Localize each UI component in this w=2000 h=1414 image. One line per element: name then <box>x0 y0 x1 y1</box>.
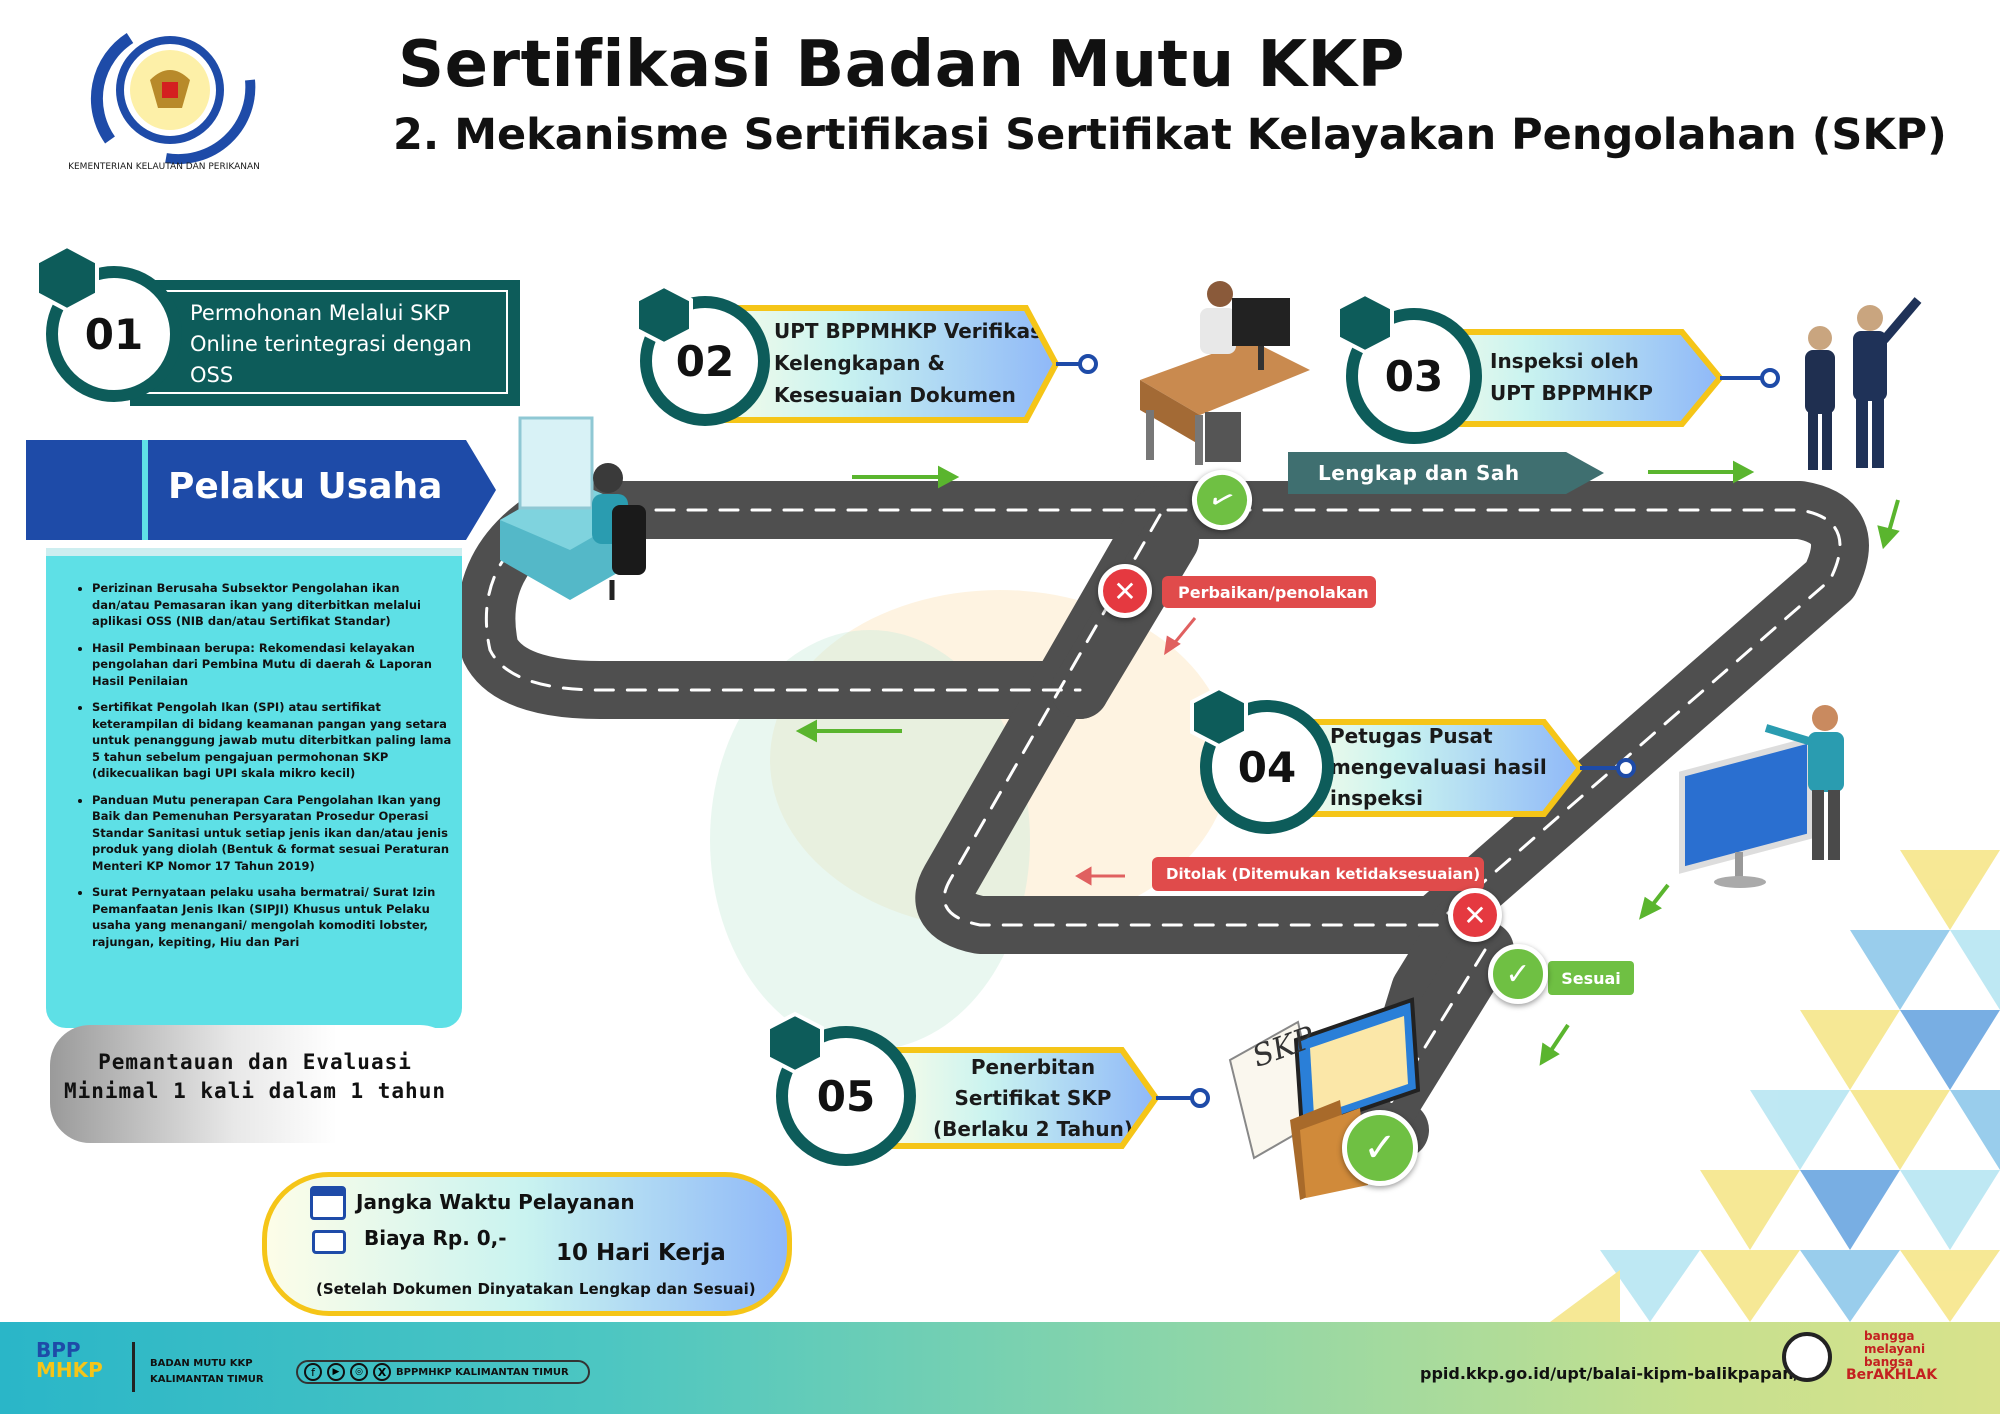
footer-org: BADAN MUTU KKP KALIMANTAN TIMUR <box>150 1356 264 1388</box>
step-01-label: Permohonan Melalui SKP Online terintegra… <box>190 301 472 387</box>
banner-arrow <box>440 440 496 540</box>
certificate-illustration <box>1228 997 1421 1200</box>
presenter-illustration <box>1679 705 1844 888</box>
tagline-1: bangga <box>1864 1329 1915 1343</box>
instagram-icon[interactable]: ◎ <box>350 1363 368 1381</box>
requirements-box <box>46 548 462 1028</box>
service-cost-label: Biaya Rp. 0,- <box>364 1226 507 1250</box>
requirement-item: Panduan Mutu penerapan Cara Pengolahan I… <box>92 792 458 875</box>
service-duration: 10 Hari Kerja <box>556 1240 726 1266</box>
appropriate-label-text: Sesuai <box>1561 968 1621 988</box>
cross-icon: ✕ <box>1098 564 1152 618</box>
requirement-item: Perizinan Berusaha Subsektor Pengolahan … <box>92 580 458 630</box>
requirements-list: Perizinan Berusaha Subsektor Pengolahan … <box>58 580 458 960</box>
logo-line-2: MHKP <box>36 1358 103 1382</box>
tagline-3: bangsa <box>1864 1355 1914 1369</box>
logo-line-1: BPP <box>36 1338 81 1362</box>
youtube-icon[interactable]: ▶ <box>327 1363 345 1381</box>
step-04-label: Petugas Pusat mengevaluasi hasil inspeks… <box>1330 723 1547 810</box>
page-subtitle: 2. Mekanisme Sertifikasi Sertifikat Kela… <box>393 110 1947 160</box>
repair-label: Perbaikan/penolakan <box>1162 576 1376 608</box>
hexagon-icon <box>1190 685 1248 749</box>
service-time-label: Jangka Waktu Pelayanan <box>356 1190 635 1214</box>
facebook-icon[interactable]: f <box>304 1363 322 1381</box>
check-icon: ✓ <box>1342 1110 1418 1186</box>
calendar-icon <box>310 1186 346 1220</box>
cross-icon: ✕ <box>1448 888 1502 942</box>
step-03-number: 03 <box>1384 351 1444 401</box>
red-arrows <box>1075 617 1197 886</box>
step-02-label: UPT BPPMHKP Verifikasi Kelengkapan & Kes… <box>774 319 1049 407</box>
step-05-label: Penerbitan Sertifikat SKP (Berlaku 2 Tah… <box>933 1054 1133 1141</box>
inspectors-illustration <box>1805 297 1922 470</box>
service-note: (Setelah Dokumen Dinyatakan Lengkap dan … <box>316 1280 756 1298</box>
tagline-2: melayani <box>1864 1342 1926 1356</box>
step-01-number: 01 <box>84 309 144 359</box>
monitoring-line-2: Minimal 1 kali dalam 1 tahun <box>63 1079 446 1103</box>
money-icon <box>312 1230 346 1254</box>
complete-label-text: Lengkap dan Sah <box>1318 461 1520 485</box>
step-05-number: 05 <box>816 1071 876 1121</box>
requirement-item: Surat Pernyataan pelaku usaha bermatrai/… <box>92 884 458 950</box>
step-02-number: 02 <box>675 336 735 386</box>
direction-arrows <box>795 460 1900 1066</box>
desk-person-illustration <box>500 416 646 600</box>
page-title: Sertifikasi Badan Mutu KKP <box>398 28 1406 102</box>
hexagon-icon <box>635 283 693 347</box>
bppmhkp-seal-icon <box>1782 1332 1832 1382</box>
kkp-logo: KEMENTERIAN KELAUTAN DAN PERIKANAN <box>68 20 260 172</box>
hexagon-icon <box>1336 291 1394 355</box>
step-04-card: Petugas Pusat mengevaluasi hasil inspeks… <box>1280 722 1580 812</box>
banner-divider <box>142 440 148 540</box>
monitoring-line-1: Pemantauan dan Evaluasi <box>98 1050 412 1074</box>
bppmhkp-logo: BPP MHKP <box>36 1340 103 1380</box>
check-icon: ✓ <box>1488 944 1548 1004</box>
step-04-outline <box>1280 719 1636 817</box>
pelaku-usaha-title: Pelaku Usaha <box>168 466 443 507</box>
footer-url[interactable]: ppid.kkp.go.id/upt/balai-kipm-balikpapan… <box>1420 1364 1800 1383</box>
step-04-number: 04 <box>1237 742 1297 792</box>
hexagon-icon <box>766 1011 824 1075</box>
logo-ring-text: KEMENTERIAN KELAUTAN DAN PERIKANAN <box>68 162 260 172</box>
step-03-label: Inspeksi oleh UPT BPPMHKP <box>1490 349 1653 405</box>
step-03-outline <box>1400 329 1780 427</box>
step-02-outline <box>700 305 1098 423</box>
step-02-card: UPT BPPMHKP Verifikasi Kelengkapan & Kes… <box>700 308 1056 418</box>
repair-label-text: Perbaikan/penolakan <box>1178 582 1369 602</box>
berakhlak-text: BerAKHLAK <box>1846 1367 1938 1383</box>
requirement-item: Hasil Pembinaan berupa: Rekomendasi kela… <box>92 640 458 690</box>
appropriate-label: Sesuai <box>1548 961 1634 995</box>
footer-org-line-1: BADAN MUTU KKP <box>150 1358 253 1369</box>
complete-label: Lengkap dan Sah <box>1288 452 1604 494</box>
hexagon-icon <box>35 243 99 313</box>
monitoring-text: Pemantauan dan Evaluasi Minimal 1 kali d… <box>50 1048 460 1106</box>
footer-divider <box>132 1342 135 1392</box>
service-info-box <box>262 1172 792 1316</box>
social-handle: BPPMHKP KALIMANTAN TIMUR <box>396 1366 569 1378</box>
x-icon[interactable]: X <box>373 1363 391 1381</box>
step-01-card: Permohonan Melalui SKP Online terintegra… <box>130 280 520 406</box>
requirements-top-band <box>46 548 462 556</box>
step-05-outline <box>880 1047 1210 1149</box>
triangle-pattern <box>1550 850 2000 1322</box>
requirement-item: Sertifikat Pengolah Ikan (SPI) atau sert… <box>92 699 458 782</box>
rejected-label-text: Ditolak (Ditemukan ketidaksesuaian) <box>1166 865 1481 883</box>
pelaku-usaha-banner <box>26 440 466 540</box>
rejected-label: Ditolak (Ditemukan ketidaksesuaian) <box>1152 857 1484 891</box>
social-bar: f ▶ ◎ X BPPMHKP KALIMANTAN TIMUR <box>296 1360 590 1384</box>
monitoring-box <box>50 1025 460 1143</box>
office-worker-illustration <box>1140 281 1310 465</box>
tagline: bangga melayani bangsa BerAKHLAK <box>1846 1329 1938 1383</box>
step-05-card: Penerbitan Sertifikat SKP (Berlaku 2 Tah… <box>880 1050 1156 1146</box>
footer-org-line-2: KALIMANTAN TIMUR <box>150 1374 264 1385</box>
